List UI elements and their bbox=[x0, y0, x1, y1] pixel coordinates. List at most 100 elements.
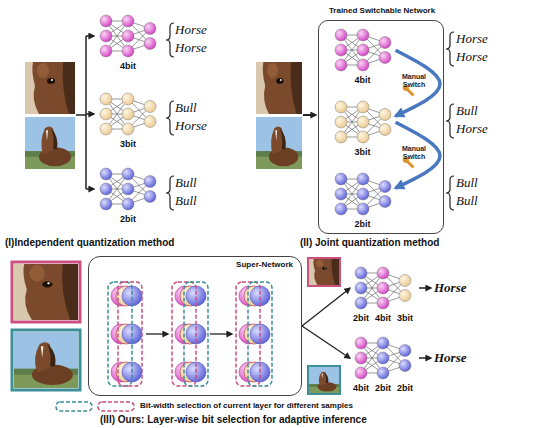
neuron bbox=[100, 93, 112, 105]
neuron bbox=[335, 131, 347, 143]
network-layer bbox=[122, 15, 134, 57]
network-layer bbox=[377, 337, 389, 379]
class-output: Horse bbox=[175, 118, 207, 134]
network-layer bbox=[399, 345, 411, 372]
class-output: Horse bbox=[456, 49, 488, 65]
group-title: Trained Switchable Network bbox=[319, 6, 445, 16]
neuron bbox=[100, 198, 112, 210]
class-output: Horse bbox=[175, 40, 207, 56]
bit-width-label: 3bit bbox=[330, 147, 396, 158]
selection-box bbox=[118, 282, 142, 386]
class-output: Bull bbox=[456, 103, 478, 119]
network-graphic bbox=[95, 12, 161, 60]
horse-photo bbox=[256, 117, 302, 169]
horse-photo bbox=[14, 332, 78, 388]
neuron bbox=[399, 275, 411, 287]
network-node: 2bit4bit3bit bbox=[350, 264, 416, 326]
network-graphic bbox=[350, 334, 416, 382]
selection-arrow bbox=[302, 326, 350, 358]
neuron bbox=[122, 108, 134, 120]
neuron bbox=[399, 290, 411, 302]
neuron bbox=[357, 203, 369, 215]
neuron bbox=[144, 176, 156, 188]
legend-text: Bit-width selection of current layer for… bbox=[140, 401, 353, 410]
neuron bbox=[355, 297, 367, 309]
neuron bbox=[357, 188, 369, 200]
network-layer bbox=[357, 173, 369, 215]
network-layer bbox=[357, 101, 369, 143]
input-arrow bbox=[86, 113, 94, 115]
neuron bbox=[357, 116, 369, 128]
neuron bbox=[357, 101, 369, 113]
neuron bbox=[144, 38, 156, 50]
brace bbox=[446, 104, 454, 138]
network-graphic bbox=[95, 90, 161, 138]
neuron bbox=[399, 345, 411, 357]
class-output: Bull bbox=[175, 193, 197, 209]
class-output: Bull bbox=[175, 175, 197, 191]
panel-caption: (III) Ours: Layer-wise bit selection for… bbox=[100, 414, 367, 426]
group-box: Super-Network bbox=[88, 256, 302, 396]
layer-arrow bbox=[210, 333, 232, 334]
neuron bbox=[377, 352, 389, 364]
bit-width-label: 3bit bbox=[95, 139, 161, 150]
neuron bbox=[335, 59, 347, 71]
neuron bbox=[122, 183, 134, 195]
neuron bbox=[357, 29, 369, 41]
neuron bbox=[379, 180, 391, 192]
neuron bbox=[379, 36, 391, 48]
horse-photo bbox=[256, 62, 302, 114]
neuron bbox=[377, 337, 389, 349]
prediction: Horse bbox=[434, 350, 467, 366]
horse-photo bbox=[14, 264, 78, 320]
network-layer bbox=[335, 101, 347, 143]
neuron bbox=[144, 191, 156, 203]
network-layer bbox=[144, 23, 156, 50]
horse-photo bbox=[25, 62, 75, 114]
neuron bbox=[335, 29, 347, 41]
panel-caption: (II) Joint quantization method bbox=[300, 237, 439, 249]
network-node: 4bit bbox=[95, 12, 161, 74]
class-output: Bull bbox=[456, 193, 478, 209]
neuron bbox=[122, 30, 134, 42]
network-node: 4bit2bit2bit bbox=[350, 334, 416, 396]
neuron bbox=[377, 267, 389, 279]
bit-width-label: 2bit bbox=[390, 383, 420, 394]
network-node: 2bit bbox=[330, 170, 396, 232]
network-layer bbox=[379, 180, 391, 207]
network-layer bbox=[399, 275, 411, 302]
neuron bbox=[355, 352, 367, 364]
network-layer bbox=[122, 168, 134, 210]
selection-box bbox=[108, 282, 132, 386]
neuron bbox=[100, 45, 112, 57]
horse-photo bbox=[309, 259, 339, 285]
neuron bbox=[335, 173, 347, 185]
neuron bbox=[122, 93, 134, 105]
neuron bbox=[377, 297, 389, 309]
edge-label: Manual Switch bbox=[398, 73, 430, 89]
bit-width-label: 4bit bbox=[368, 313, 398, 324]
network-graphic bbox=[95, 165, 161, 213]
neuron bbox=[357, 131, 369, 143]
class-output: Bull bbox=[175, 100, 197, 116]
neuron bbox=[379, 108, 391, 120]
selection-boxes bbox=[108, 282, 272, 386]
network-layer bbox=[335, 173, 347, 215]
neuron bbox=[335, 188, 347, 200]
class-output: Horse bbox=[456, 121, 488, 137]
switch-arrow bbox=[396, 122, 441, 188]
neuron bbox=[335, 101, 347, 113]
neuron-stack bbox=[239, 324, 270, 344]
network-layer bbox=[357, 29, 369, 71]
neuron bbox=[355, 267, 367, 279]
input-arrow bbox=[86, 35, 94, 37]
legend-entry: Bit-width selection of current layer for… bbox=[140, 400, 353, 412]
network-node: 3bit bbox=[330, 98, 396, 160]
horse-photo bbox=[309, 367, 339, 393]
neuron bbox=[399, 360, 411, 372]
class-output: Bull bbox=[456, 175, 478, 191]
panel-caption: (I)Independent quantization method bbox=[5, 237, 174, 249]
bit-width-label: 4bit bbox=[95, 61, 161, 72]
